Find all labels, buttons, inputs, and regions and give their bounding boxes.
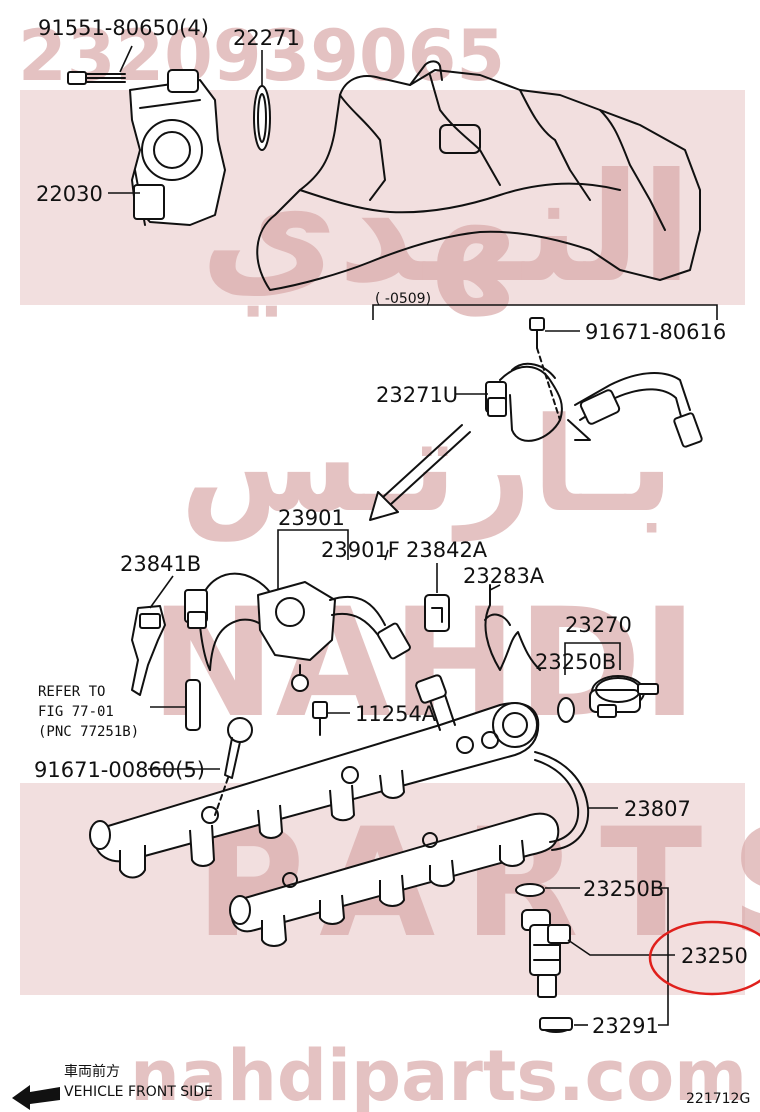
front-arrow-icon <box>12 1085 60 1110</box>
bolt-small <box>312 701 350 736</box>
label-fuel-pipe: 23807 <box>624 797 691 821</box>
label-hose-upper: 23271U <box>376 383 458 407</box>
label-clip-a: 23842A <box>406 538 488 562</box>
throttle-body <box>129 69 226 226</box>
bolt-throttle-body <box>67 71 126 85</box>
fuel-hose-upper <box>485 362 703 448</box>
pressure-regulator <box>589 675 659 718</box>
label-bolt-throttle: 91551-80650(4) <box>38 16 209 40</box>
label-oring-reg: 23250B <box>535 650 616 674</box>
label-hose-assy: 23901 <box>278 506 345 530</box>
fuel-rail-lower <box>229 812 560 947</box>
injector-group <box>515 883 760 1033</box>
clip-a <box>424 563 450 632</box>
assembly-arrow <box>369 424 471 521</box>
label-refer-1: REFER TO <box>38 684 105 700</box>
gasket <box>253 85 271 151</box>
label-oring-inj: 23250B <box>583 877 664 901</box>
label-connector-b: 23841B <box>120 552 201 576</box>
label-front-en: VEHICLE FRONT SIDE <box>64 1084 213 1100</box>
regulator-bracket <box>564 642 621 675</box>
label-bolt-small: 11254A <box>355 702 437 726</box>
leader-injector <box>567 939 675 956</box>
throttle-body-group <box>67 69 271 226</box>
injector-insulator <box>539 1017 573 1033</box>
label-refer-3: (PNC 77251B) <box>38 724 139 740</box>
watermark-site: nahdiparts.com <box>130 1035 747 1112</box>
regulator-oring <box>557 697 575 723</box>
intake-manifold <box>256 60 701 291</box>
date-range-bracket <box>372 304 718 320</box>
fuel-rail <box>89 674 540 879</box>
pressure-regulator-group <box>557 642 659 723</box>
bolt-upper <box>529 317 561 421</box>
label-date-range: ( -0509) <box>375 291 431 307</box>
label-bolt-rail: 91671-00860(5) <box>34 758 205 782</box>
watermark: 2320939065 النهدي بـارتـس NAHDI PARTS na… <box>18 15 760 1112</box>
injector <box>521 909 571 998</box>
bolt-rail <box>214 717 253 816</box>
label-throttle-body: 22030 <box>36 182 103 206</box>
label-pipe-clamp: 23283A <box>463 564 545 588</box>
watermark-arabic-top: النهدي <box>200 142 692 317</box>
middle-hose-group <box>131 529 541 731</box>
injector-bracket <box>658 887 669 1026</box>
label-regulator: 23270 <box>565 613 632 637</box>
label-insulator: 23291 <box>592 1014 659 1038</box>
rail-sockets-upper <box>119 769 405 879</box>
hose-assy-bracket <box>277 529 349 600</box>
pipe-clamp <box>484 584 541 671</box>
label-front-jp: 車両前方 <box>64 1063 120 1080</box>
label-hose-sub: 23901F <box>321 538 400 562</box>
labels: 91551-80650(4) 22271 22030 ( -0509) 9167… <box>34 16 748 1038</box>
label-injector: 23250 <box>681 944 748 968</box>
label-refer-2: FIG 77-01 <box>38 704 114 720</box>
vehicle-front-indicator: 車両前方 VEHICLE FRONT SIDE 221712G <box>12 1063 750 1110</box>
highlight-circle <box>648 920 760 996</box>
leaders <box>108 45 580 770</box>
label-gasket: 22271 <box>233 26 300 50</box>
fuel-pipe <box>534 751 618 851</box>
fuel-hose-assy <box>184 572 411 692</box>
upper-hose-group <box>369 304 718 521</box>
label-bolt-upper: 91671-80616 <box>585 320 726 344</box>
watermark-latin-low: PARTS <box>195 797 760 971</box>
refer-hose <box>150 679 201 731</box>
connector-clip-b <box>131 605 166 696</box>
label-diagram-code: 221712G <box>686 1091 750 1107</box>
injector-oring <box>515 883 545 897</box>
